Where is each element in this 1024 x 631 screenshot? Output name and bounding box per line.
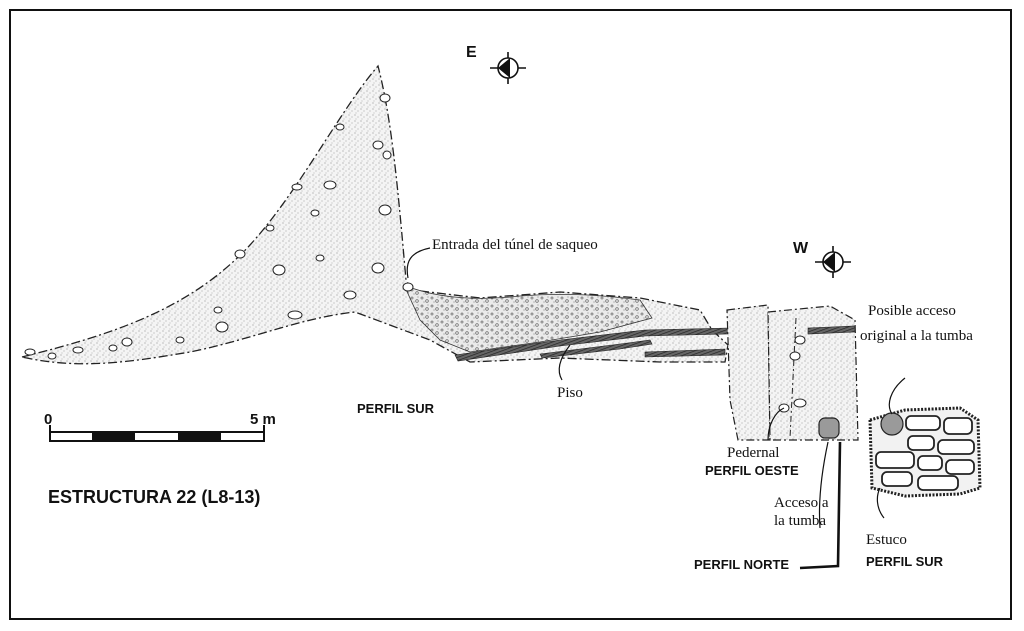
rubble-band xyxy=(403,284,653,353)
floor-label: Piso xyxy=(557,385,583,401)
profile-south-right: PERFIL SUR xyxy=(866,554,944,569)
original-access-label-line2: original a la tumba xyxy=(860,328,973,344)
tomb-access-stone xyxy=(818,417,840,439)
west-profile-box xyxy=(726,304,771,441)
floor-line-lower xyxy=(539,339,653,359)
profile-north: PERFIL NORTE xyxy=(694,557,789,572)
structure-title: ESTRUCTURA 22 (L8-13) xyxy=(48,487,260,507)
original-access-label-line1: Posible acceso xyxy=(868,303,956,319)
compass-e-letter: E xyxy=(466,44,477,61)
inner-divider xyxy=(789,317,797,439)
compass-w-icon xyxy=(815,246,851,278)
tomb-access-label-line2: la tumba xyxy=(774,513,826,529)
flint-label: Pedernal xyxy=(727,445,779,461)
leader-lines xyxy=(406,247,906,529)
north-profile-leader xyxy=(799,441,842,570)
mound-stones xyxy=(24,93,807,413)
tomb-access-label-line1: Acceso a xyxy=(774,495,829,511)
mound-fill xyxy=(21,64,729,365)
original-access-stone xyxy=(880,412,904,436)
floor-line-short xyxy=(644,348,726,358)
scale-end-label: 5 m xyxy=(250,411,276,428)
wall-stones xyxy=(875,415,975,491)
scale-start-label: 0 xyxy=(44,411,52,428)
scale-bar xyxy=(49,425,265,442)
north-profile-box xyxy=(767,305,859,441)
north-floor-segment xyxy=(807,325,856,335)
compass-e-icon xyxy=(490,52,526,84)
tunnel-entrance-label: Entrada del túnel de saqueo xyxy=(432,237,598,253)
stucco-label: Estuco xyxy=(866,532,907,548)
profile-west: PERFIL OESTE xyxy=(705,463,799,478)
profile-south-main: PERFIL SUR xyxy=(357,401,435,416)
compass-w-letter: W xyxy=(793,240,809,257)
